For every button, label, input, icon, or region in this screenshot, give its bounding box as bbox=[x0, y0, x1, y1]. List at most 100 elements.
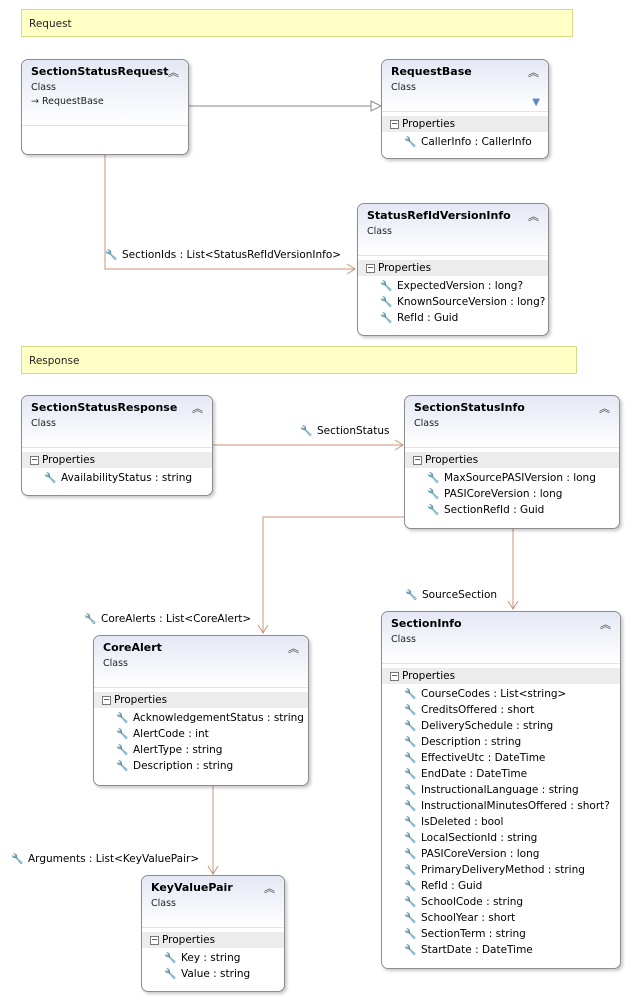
properties-group[interactable]: −Properties bbox=[142, 932, 284, 948]
wrench-icon: 🔧 bbox=[404, 865, 417, 876]
class-section-status-response[interactable]: SectionStatusResponse Class ︽ −Propertie… bbox=[21, 395, 213, 496]
property-item: 🔧EndDate : DateTime bbox=[382, 766, 620, 782]
class-section-status-request[interactable]: SectionStatusRequest Class → RequestBase… bbox=[21, 59, 189, 155]
filter-icon[interactable]: ▼ bbox=[532, 97, 540, 108]
wrench-icon: 🔧 bbox=[44, 473, 57, 484]
wrench-icon: 🔧 bbox=[11, 854, 24, 865]
property-item: 🔧PrimaryDeliveryMethod : string bbox=[382, 862, 620, 878]
wrench-icon: 🔧 bbox=[164, 953, 177, 964]
class-core-alert[interactable]: CoreAlert Class ︽ −Properties 🔧Acknowled… bbox=[93, 635, 309, 786]
properties-group[interactable]: −Properties bbox=[358, 260, 548, 276]
collapse-group-icon[interactable]: − bbox=[413, 454, 422, 465]
wrench-icon: 🔧 bbox=[116, 761, 129, 772]
class-section-status-info[interactable]: SectionStatusInfo Class ︽ −Properties 🔧M… bbox=[404, 395, 620, 529]
chevron-up-icon[interactable]: ︽ bbox=[168, 66, 179, 79]
property-item: 🔧DeliverySchedule : string bbox=[382, 718, 620, 734]
class-name: StatusRefIdVersionInfo bbox=[367, 209, 511, 222]
class-name: SectionStatusResponse bbox=[31, 401, 178, 414]
property-item: 🔧Description : string bbox=[94, 758, 308, 774]
property-item: 🔧Value : string bbox=[142, 966, 284, 982]
class-request-base[interactable]: RequestBase Class ︽ ▼ −Properties 🔧Calle… bbox=[381, 59, 549, 159]
section-status-arrowhead bbox=[394, 439, 404, 451]
source-section-arrowhead bbox=[507, 600, 519, 610]
request-section-label: Request bbox=[21, 9, 573, 37]
property-item: 🔧AcknowledgementStatus : string bbox=[94, 710, 308, 726]
wrench-icon: 🔧 bbox=[404, 913, 417, 924]
wrench-icon: 🔧 bbox=[116, 713, 129, 724]
property-item: 🔧ExpectedVersion : long? bbox=[358, 278, 548, 294]
chevron-up-icon[interactable]: ︽ bbox=[288, 642, 299, 655]
wrench-icon: 🔧 bbox=[116, 745, 129, 756]
wrench-icon: 🔧 bbox=[427, 473, 440, 484]
property-item: 🔧Key : string bbox=[142, 950, 284, 966]
wrench-icon: 🔧 bbox=[404, 801, 417, 812]
class-kind: Class bbox=[151, 898, 176, 909]
class-key-value-pair[interactable]: KeyValuePair Class ︽ −Properties 🔧Key : … bbox=[141, 875, 285, 992]
class-kind: Class bbox=[31, 418, 56, 429]
properties-group[interactable]: −Properties bbox=[382, 116, 548, 132]
wrench-icon: 🔧 bbox=[404, 833, 417, 844]
class-section-info[interactable]: SectionInfo Class ︽ −Properties 🔧CourseC… bbox=[381, 611, 621, 969]
class-name: SectionInfo bbox=[391, 617, 462, 630]
property-item: 🔧SchoolYear : short bbox=[382, 910, 620, 926]
collapse-group-icon[interactable]: − bbox=[366, 262, 375, 273]
properties-group[interactable]: −Properties bbox=[94, 692, 308, 708]
chevron-up-icon[interactable]: ︽ bbox=[600, 618, 611, 631]
class-name: RequestBase bbox=[391, 65, 472, 78]
association-label-section-ids[interactable]: 🔧SectionIds : List<StatusRefIdVersionInf… bbox=[105, 249, 342, 261]
section-ids-arrowhead bbox=[346, 263, 356, 275]
arrow-icon: → bbox=[31, 96, 42, 107]
property-item: 🔧AvailabilityStatus : string bbox=[22, 470, 212, 486]
wrench-icon: 🔧 bbox=[404, 881, 417, 892]
wrench-icon: 🔧 bbox=[404, 769, 417, 780]
class-name: SectionStatusInfo bbox=[414, 401, 525, 414]
association-label-source-section[interactable]: 🔧SourceSection bbox=[405, 589, 498, 601]
association-label-section-status[interactable]: 🔧SectionStatus bbox=[300, 425, 390, 437]
class-status-ref-id-version-info[interactable]: StatusRefIdVersionInfo Class ︽ −Properti… bbox=[357, 203, 549, 336]
collapse-group-icon[interactable]: − bbox=[30, 454, 39, 465]
properties-group[interactable]: −Properties bbox=[22, 452, 212, 468]
class-name: CoreAlert bbox=[103, 641, 162, 654]
association-label-core-alerts[interactable]: 🔧CoreAlerts : List<CoreAlert> bbox=[84, 613, 252, 625]
wrench-icon: 🔧 bbox=[404, 737, 417, 748]
class-kind: Class bbox=[367, 226, 392, 237]
collapse-group-icon[interactable]: − bbox=[390, 670, 399, 681]
wrench-icon: 🔧 bbox=[84, 614, 97, 625]
property-item: 🔧KnownSourceVersion : long? bbox=[358, 294, 548, 310]
wrench-icon: 🔧 bbox=[404, 721, 417, 732]
wrench-icon: 🔧 bbox=[427, 489, 440, 500]
property-item: 🔧CreditsOffered : short bbox=[382, 702, 620, 718]
core-alerts-line bbox=[262, 516, 404, 632]
base-class: → RequestBase bbox=[31, 96, 104, 107]
class-kind: Class bbox=[391, 634, 416, 645]
class-name: KeyValuePair bbox=[151, 881, 233, 894]
collapse-group-icon[interactable]: − bbox=[150, 934, 159, 945]
class-kind: Class bbox=[31, 82, 56, 93]
chevron-up-icon[interactable]: ︽ bbox=[599, 402, 610, 415]
property-item: 🔧IsDeleted : bool bbox=[382, 814, 620, 830]
wrench-icon: 🔧 bbox=[404, 753, 417, 764]
property-item: 🔧Description : string bbox=[382, 734, 620, 750]
properties-group[interactable]: −Properties bbox=[382, 668, 620, 684]
properties-group[interactable]: −Properties bbox=[405, 452, 619, 468]
class-kind: Class bbox=[414, 418, 439, 429]
chevron-up-icon[interactable]: ︽ bbox=[264, 882, 275, 895]
chevron-up-icon[interactable]: ︽ bbox=[192, 402, 203, 415]
collapse-group-icon[interactable]: − bbox=[102, 694, 111, 705]
wrench-icon: 🔧 bbox=[404, 849, 417, 860]
wrench-icon: 🔧 bbox=[404, 817, 417, 828]
property-item: 🔧CallerInfo : CallerInfo bbox=[382, 134, 548, 150]
wrench-icon: 🔧 bbox=[404, 945, 417, 956]
property-item: 🔧LocalSectionId : string bbox=[382, 830, 620, 846]
wrench-icon: 🔧 bbox=[380, 313, 393, 324]
property-item: 🔧SectionRefId : Guid bbox=[405, 502, 619, 518]
property-item: 🔧PASICoreVersion : long bbox=[382, 846, 620, 862]
chevron-up-icon[interactable]: ︽ bbox=[528, 210, 539, 223]
wrench-icon: 🔧 bbox=[380, 297, 393, 308]
property-item: 🔧AlertType : string bbox=[94, 742, 308, 758]
chevron-up-icon[interactable]: ︽ bbox=[528, 66, 539, 79]
association-label-arguments[interactable]: 🔧Arguments : List<KeyValuePair> bbox=[11, 853, 200, 865]
collapse-group-icon[interactable]: − bbox=[390, 118, 399, 129]
arguments-arrowhead bbox=[207, 865, 219, 875]
